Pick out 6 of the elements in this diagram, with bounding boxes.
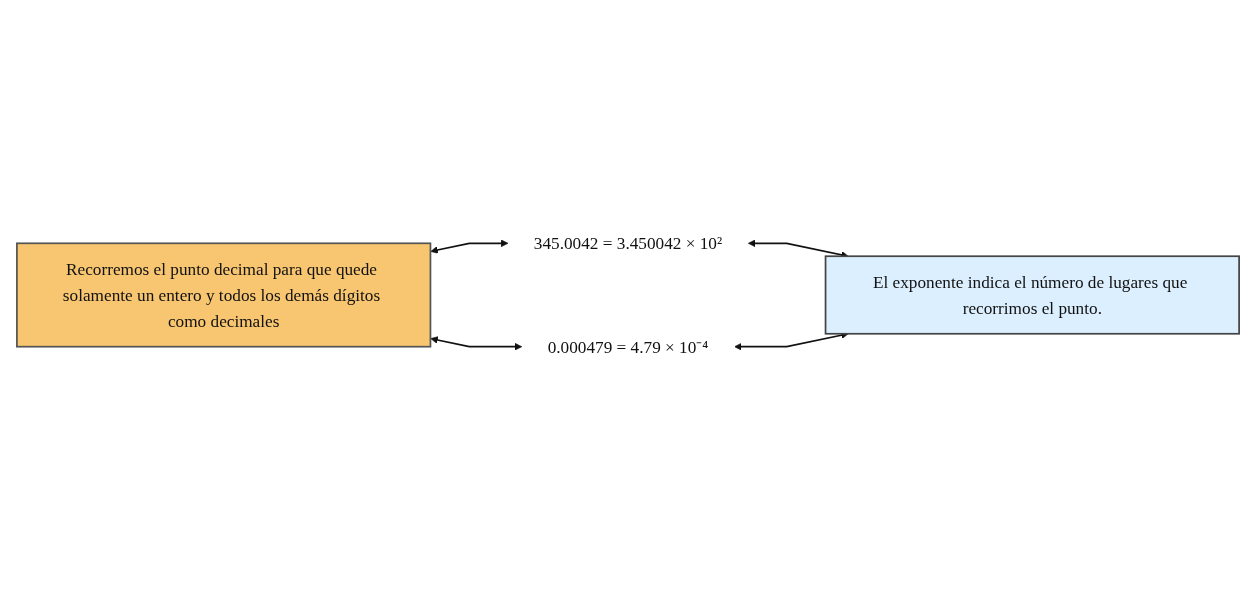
node-box: Recorremos el punto decimal para que quede solamente un entero y todos los demás dígitos como decimales [16, 242, 432, 348]
node-text: 345.0042 = 3.450042 × 10² [533, 233, 723, 253]
node-box: El exponente indica el número de lugares que recorrimos el punto. [824, 255, 1240, 335]
arrow [430, 336, 523, 351]
node-text: 0.000479 = 4.79 × 10⁻⁴ [547, 337, 709, 357]
arrow [430, 239, 509, 254]
